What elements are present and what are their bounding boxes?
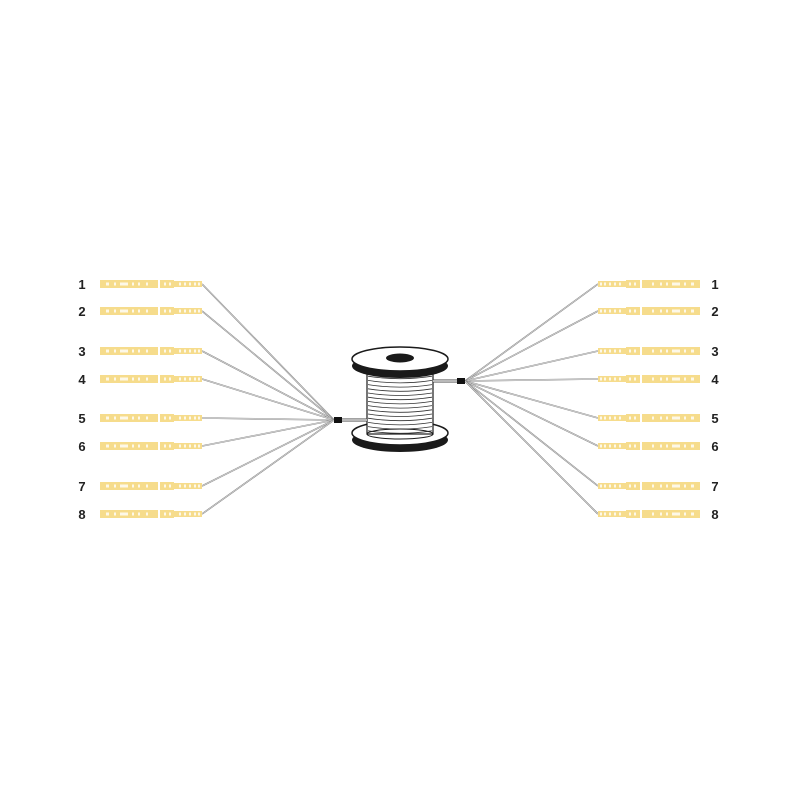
port-label-left: 8 (78, 507, 85, 522)
connector-right-6 (598, 442, 700, 450)
labels: 1 1 2 2 3 3 4 4 5 5 6 6 7 7 8 8 (78, 277, 719, 522)
connector-right-4 (598, 375, 700, 383)
connector-left-5 (100, 414, 202, 422)
connector-left-4 (100, 375, 202, 383)
port-label-left: 6 (78, 439, 85, 454)
cable-spool-icon (334, 346, 465, 452)
port-label-left: 4 (78, 372, 86, 387)
fibers (201, 283, 599, 515)
connector-left-1 (100, 280, 202, 288)
connector-left-2 (100, 307, 202, 315)
port-label-right: 1 (711, 277, 718, 292)
connector-right-5 (598, 414, 700, 422)
connector-right-2 (598, 307, 700, 315)
port-label-right: 5 (711, 411, 718, 426)
port-label-left: 3 (78, 344, 85, 359)
port-label-right: 3 (711, 344, 718, 359)
port-label-left: 2 (78, 304, 85, 319)
connectors (100, 280, 700, 518)
connector-left-7 (100, 482, 202, 490)
port-label-left: 7 (78, 479, 85, 494)
port-label-right: 6 (711, 439, 718, 454)
port-label-left: 1 (78, 277, 85, 292)
connector-right-3 (598, 347, 700, 355)
port-label-left: 5 (78, 411, 85, 426)
port-label-right: 7 (711, 479, 718, 494)
port-label-right: 4 (711, 372, 719, 387)
connector-left-6 (100, 442, 202, 450)
connector-left-8 (100, 510, 202, 518)
connector-right-1 (598, 280, 700, 288)
connector-left-3 (100, 347, 202, 355)
connector-right-8 (598, 510, 700, 518)
port-label-right: 2 (711, 304, 718, 319)
port-label-right: 8 (711, 507, 718, 522)
connector-right-7 (598, 482, 700, 490)
